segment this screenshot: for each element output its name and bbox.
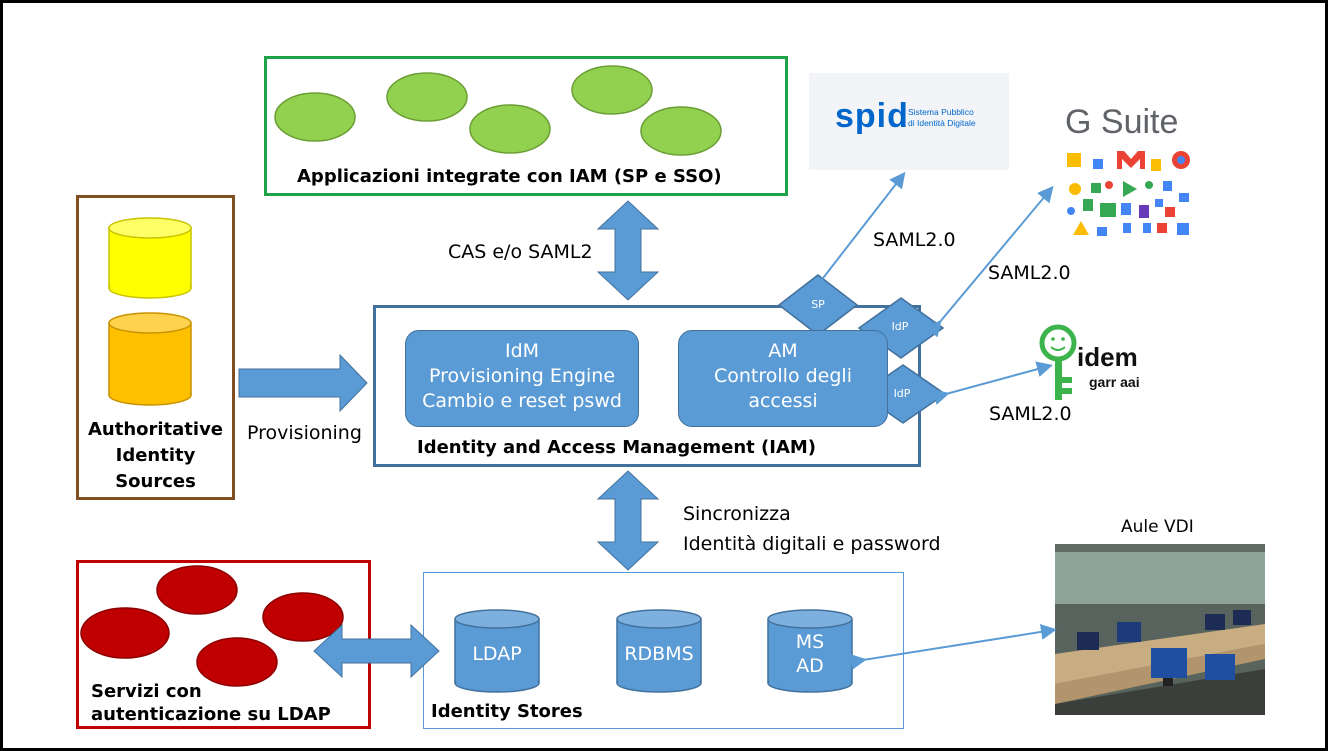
ms-ad-cylinder <box>767 609 853 693</box>
sync-label-line1: Sincronizza <box>683 503 791 525</box>
identity-stores-title: Identity Stores <box>431 701 583 722</box>
vdi-label: Aule VDI <box>1121 517 1194 537</box>
auth-line: Sources <box>115 471 196 492</box>
app-ellipse <box>469 104 551 154</box>
app-ellipse <box>386 72 468 122</box>
idm-line: Provisioning Engine <box>428 365 616 387</box>
cas-double-arrow <box>596 200 660 301</box>
spid-logo-text: spid <box>835 97 909 135</box>
idm-line: Cambio e reset pswd <box>422 390 622 412</box>
yellow-database-cylinder <box>108 217 192 299</box>
applications-label: Applicazioni integrate con IAM (SP e SSO… <box>297 166 722 187</box>
am-line: Controllo degli <box>714 365 852 387</box>
applications-box <box>264 56 788 196</box>
spid-subtitle: Sistema Pubblico di Identità Digitale <box>908 107 976 129</box>
idem-connector <box>932 361 1053 405</box>
ldap-service-ellipse <box>156 565 238 615</box>
idm-box: IdM Provisioning Engine Cambio e reset p… <box>405 330 639 427</box>
provisioning-label: Provisioning <box>247 422 362 444</box>
ms-store-label: MS <box>795 631 825 653</box>
sync-double-arrow <box>596 470 660 571</box>
auth-line: Authoritative <box>87 419 224 440</box>
saml-spid-label: SAML2.0 <box>873 229 956 251</box>
ldap-service-ellipse <box>262 592 344 642</box>
gsuite-connector <box>925 185 1054 338</box>
sync-label-line2: Identità digitali e password <box>683 533 941 555</box>
idem-subtitle: garr aai <box>1089 374 1140 390</box>
gsuite-title: G Suite <box>1065 103 1179 141</box>
am-line: accessi <box>748 390 818 412</box>
ldap-cylinder <box>454 609 540 693</box>
rdbms-store-label: RDBMS <box>624 643 694 665</box>
authoritative-sources-label: Authoritative Identity Sources <box>79 417 232 495</box>
ldap-service-ellipse <box>196 637 278 687</box>
auth-line: Identity <box>115 445 196 466</box>
idp-label: IdP <box>893 387 911 400</box>
saml-gsuite-label: SAML2.0 <box>988 262 1071 284</box>
vdi-connector <box>849 623 1057 670</box>
ldap-store-label: LDAP <box>472 643 522 665</box>
ldap-double-arrow <box>313 623 440 679</box>
rdbms-cylinder <box>616 609 702 693</box>
spid-subtitle-line: Sistema Pubblico <box>908 107 974 117</box>
ldap-services-line: autenticazione su LDAP <box>91 704 331 725</box>
am-line: AM <box>768 340 798 362</box>
gsuite-app-icons <box>1067 151 1190 236</box>
spid-logo <box>809 73 1009 170</box>
app-ellipse <box>274 92 356 142</box>
app-ellipse <box>640 106 722 156</box>
ldap-services-line: Servizi con <box>91 681 202 702</box>
app-ellipse <box>571 65 653 115</box>
am-box: AM Controllo degli accessi <box>678 330 888 427</box>
authoritative-sources-box <box>76 195 235 500</box>
provisioning-arrow <box>238 353 368 413</box>
spid-connector <box>806 171 906 297</box>
ldap-services-label: Servizi con autenticazione su LDAP <box>91 680 331 726</box>
saml-idem-label: SAML2.0 <box>989 403 1072 425</box>
spid-subtitle-line: di Identità Digitale <box>908 118 976 128</box>
idp-label: IdP <box>891 320 909 333</box>
iam-title: Identity and Access Management (IAM) <box>417 437 817 458</box>
idm-line: IdM <box>504 340 540 362</box>
ldap-service-ellipse <box>80 607 170 659</box>
vdi-classroom-photo <box>1055 544 1265 715</box>
orange-database-cylinder <box>108 312 192 406</box>
cas-saml-label: CAS e/o SAML2 <box>448 241 593 263</box>
ad-store-label: AD <box>796 655 824 677</box>
idem-logo-icon <box>1039 324 1077 400</box>
sp-label: SP <box>811 298 825 311</box>
idem-logo-text: idem <box>1077 342 1138 372</box>
